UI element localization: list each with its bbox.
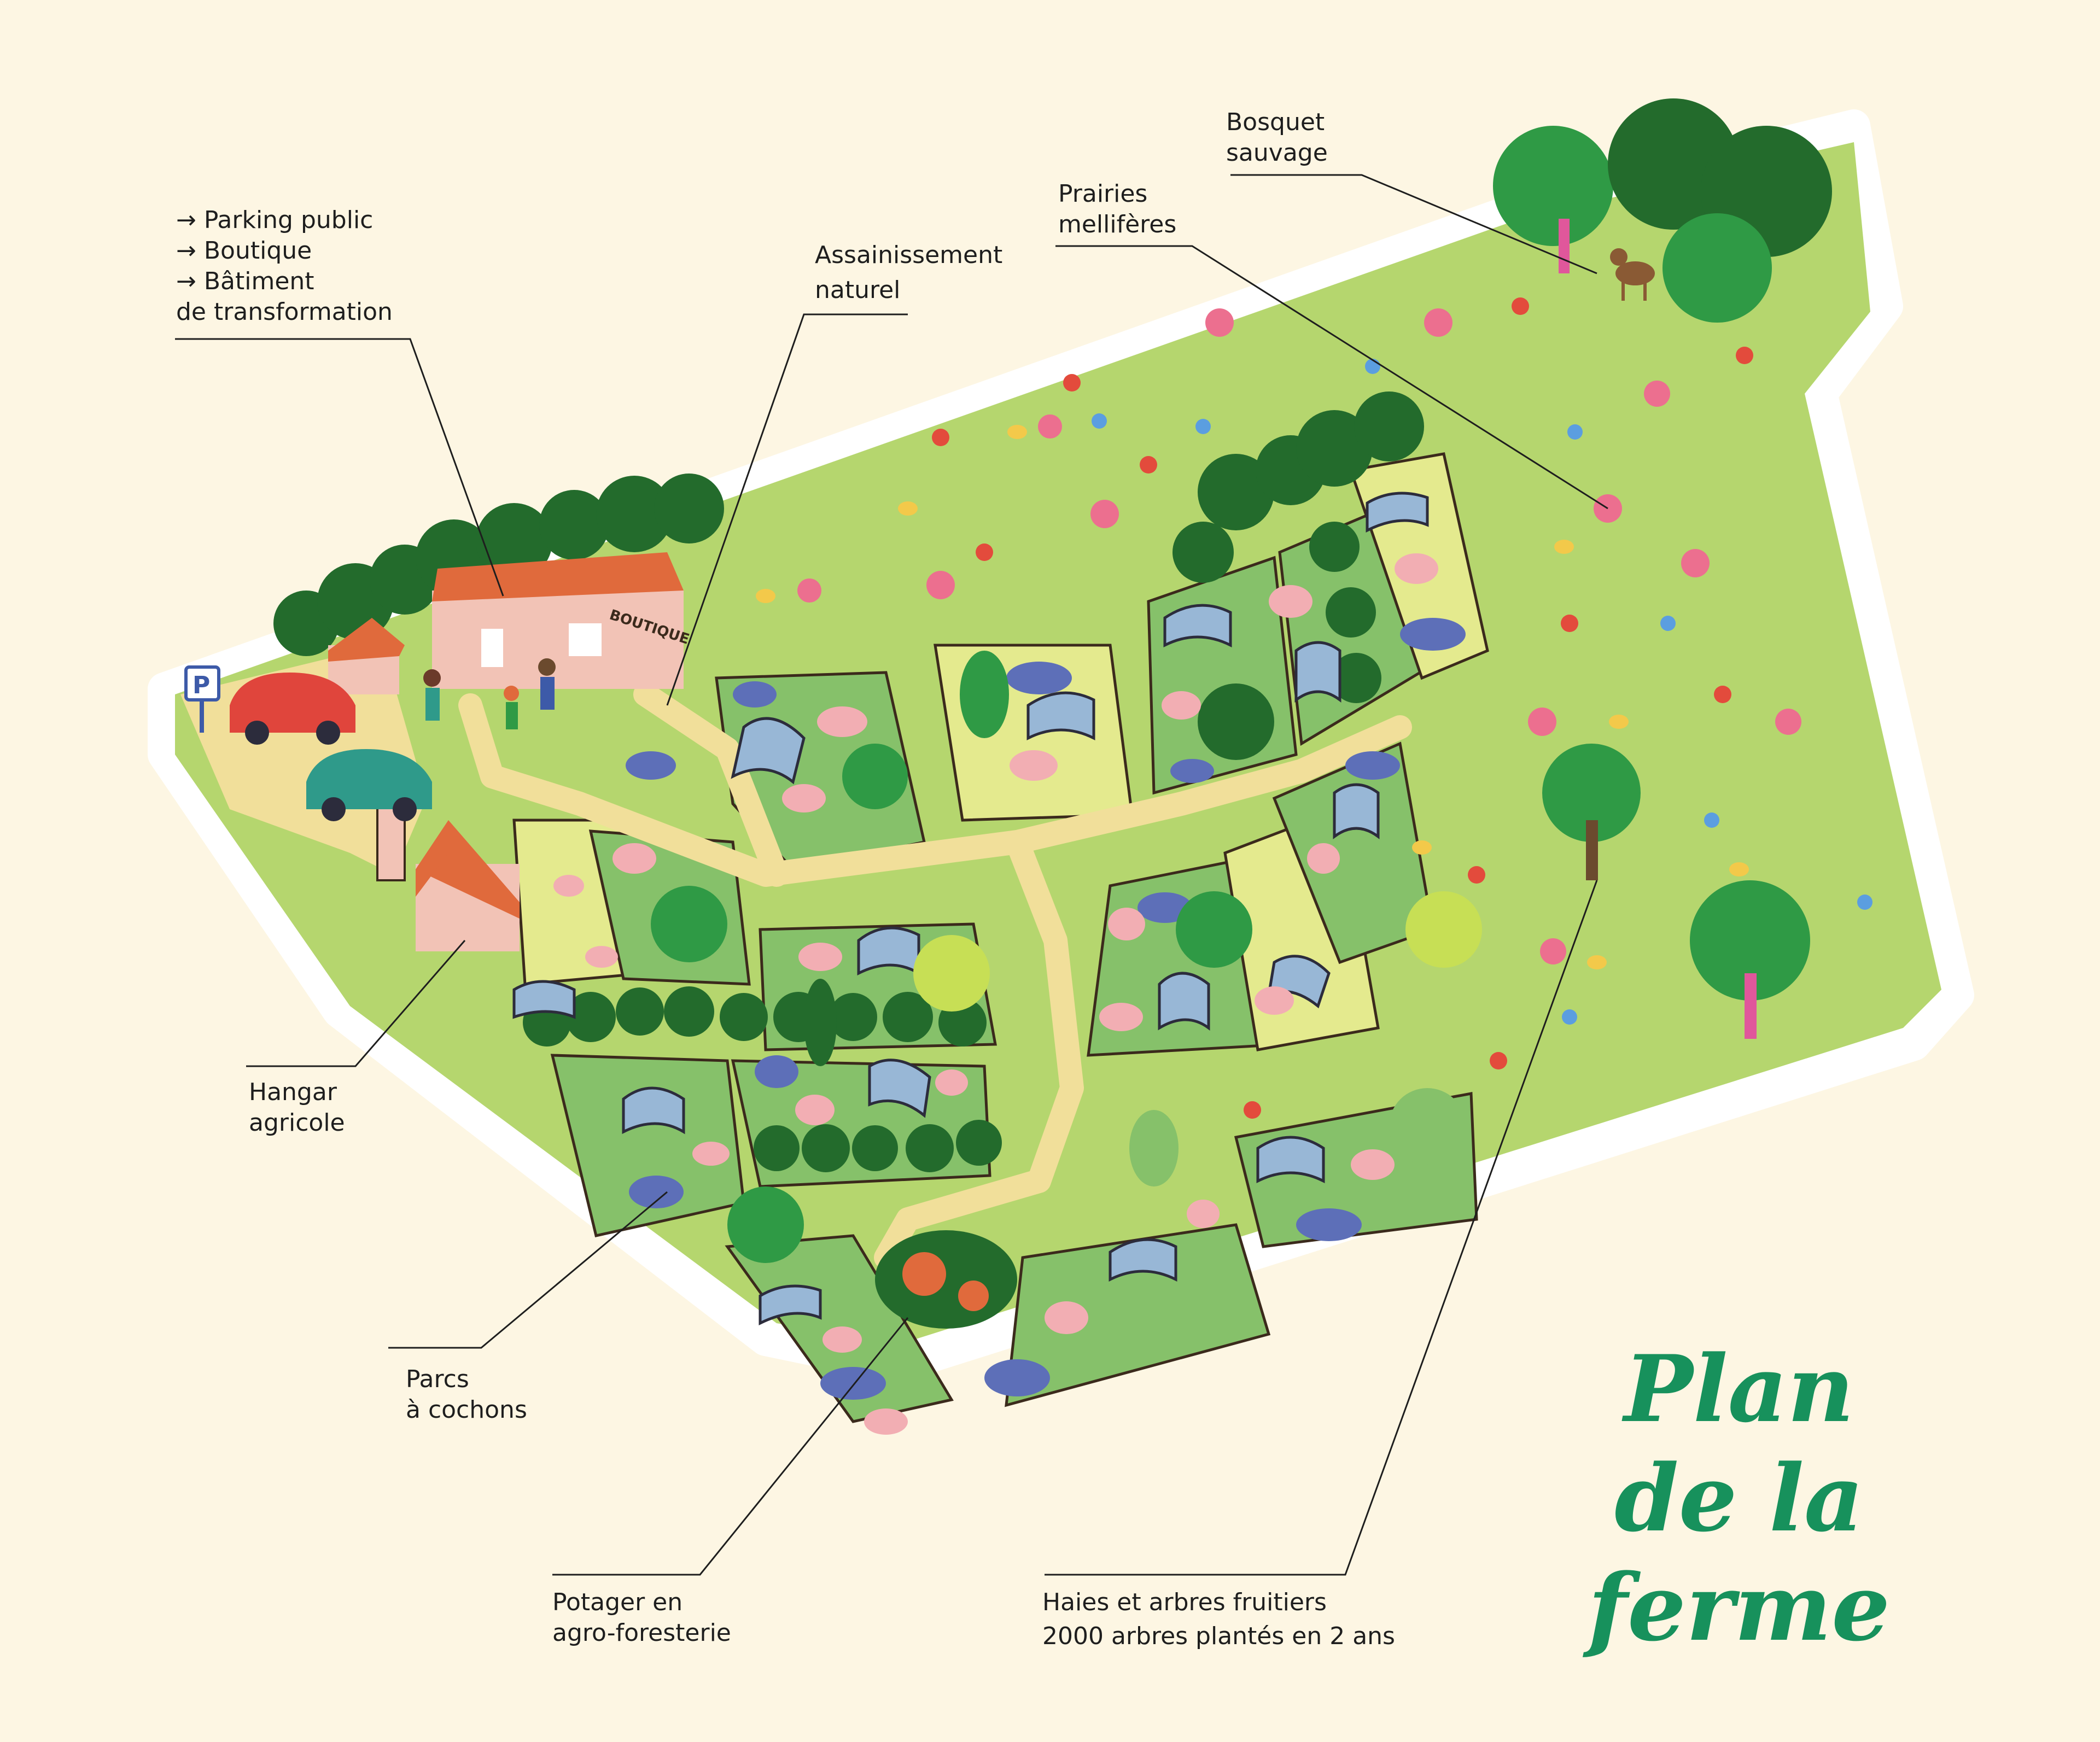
cars [230, 673, 432, 821]
small-building [328, 618, 405, 694]
map-title: Plan de la ferme [1498, 1334, 1980, 1662]
boutique-building: BOUTIQUE [432, 552, 691, 689]
pigs [553, 553, 1438, 1435]
label-potager: Potager en agro-foresterie [552, 1587, 731, 1649]
people [423, 658, 556, 729]
label-hangar: Hangar agricole [249, 1077, 345, 1138]
tree-bosquet [1493, 98, 1832, 323]
hangar-building [416, 820, 520, 951]
label-bosquet: Bosquet sauvage [1226, 107, 1328, 168]
map-title-line2: de la ferme [1588, 1444, 1891, 1662]
label-prairies: Prairies mellifères [1058, 179, 1176, 240]
label-haies: Haies et arbres fruitiers 2000 arbres pl… [1042, 1586, 1395, 1653]
vegetable-garden [875, 1230, 1017, 1329]
label-bosquet-line2: sauvage [1226, 139, 1328, 167]
leader-haies [1045, 880, 1598, 1576]
label-prairies-line1: Prairies [1058, 180, 1148, 208]
label-assainissement-line1: Assainissement [815, 241, 1003, 269]
deer [1610, 248, 1655, 301]
map-title-line1: Plan [1624, 1335, 1854, 1443]
hedge-rows [523, 391, 1424, 1172]
leader-hangar [246, 940, 466, 1067]
parking-sign-letter: P [192, 671, 210, 699]
label-potager-line1: Potager en [552, 1588, 683, 1616]
leader-lines [175, 174, 1608, 1576]
label-parking: → Parking public → Boutique → Bâtiment d… [176, 205, 393, 328]
shelters [512, 492, 1429, 1326]
leader-potager [552, 1317, 909, 1576]
tree-meadow [1542, 744, 1810, 1039]
label-hangar-line2: agricole [249, 1109, 345, 1137]
bees [756, 425, 1749, 969]
leader-parking [175, 338, 504, 597]
leader-bosquet [1230, 174, 1597, 274]
label-parking-line1: → Parking public [176, 206, 374, 234]
label-haies-line1: Haies et arbres fruitiers [1042, 1588, 1327, 1616]
label-parking-line3: → Bâtiment [176, 267, 314, 295]
label-hangar-line1: Hangar [249, 1078, 337, 1106]
red-car [230, 673, 355, 745]
label-parcs-line1: Parcs [406, 1365, 469, 1393]
leader-assainissement [666, 313, 908, 706]
label-potager-line2: agro-foresterie [552, 1619, 731, 1647]
parking-sign: P [184, 665, 220, 733]
leader-parcs [388, 1191, 668, 1349]
flowers [797, 297, 1872, 1119]
farm-paths [458, 682, 1412, 1270]
label-bosquet-line1: Bosquet [1226, 108, 1325, 136]
tree-pens [651, 651, 1482, 1263]
label-parcs: Parcs à cochons [406, 1364, 527, 1425]
hedge-north [273, 474, 724, 656]
green-car [306, 749, 432, 821]
label-assainissement-line2: naturel [815, 276, 901, 304]
label-parking-line2: → Boutique [176, 237, 312, 265]
label-haies-line2: 2000 arbres plantés en 2 ans [1042, 1622, 1395, 1650]
trees [651, 98, 1832, 1263]
label-parcs-line2: à cochons [406, 1396, 527, 1424]
ponds [626, 618, 1466, 1400]
leader-prairies [1055, 245, 1608, 510]
label-parking-line4: de transformation [176, 298, 393, 326]
label-prairies-line2: mellifères [1058, 211, 1177, 238]
label-assainissement: Assainissement naturel [815, 238, 1002, 308]
